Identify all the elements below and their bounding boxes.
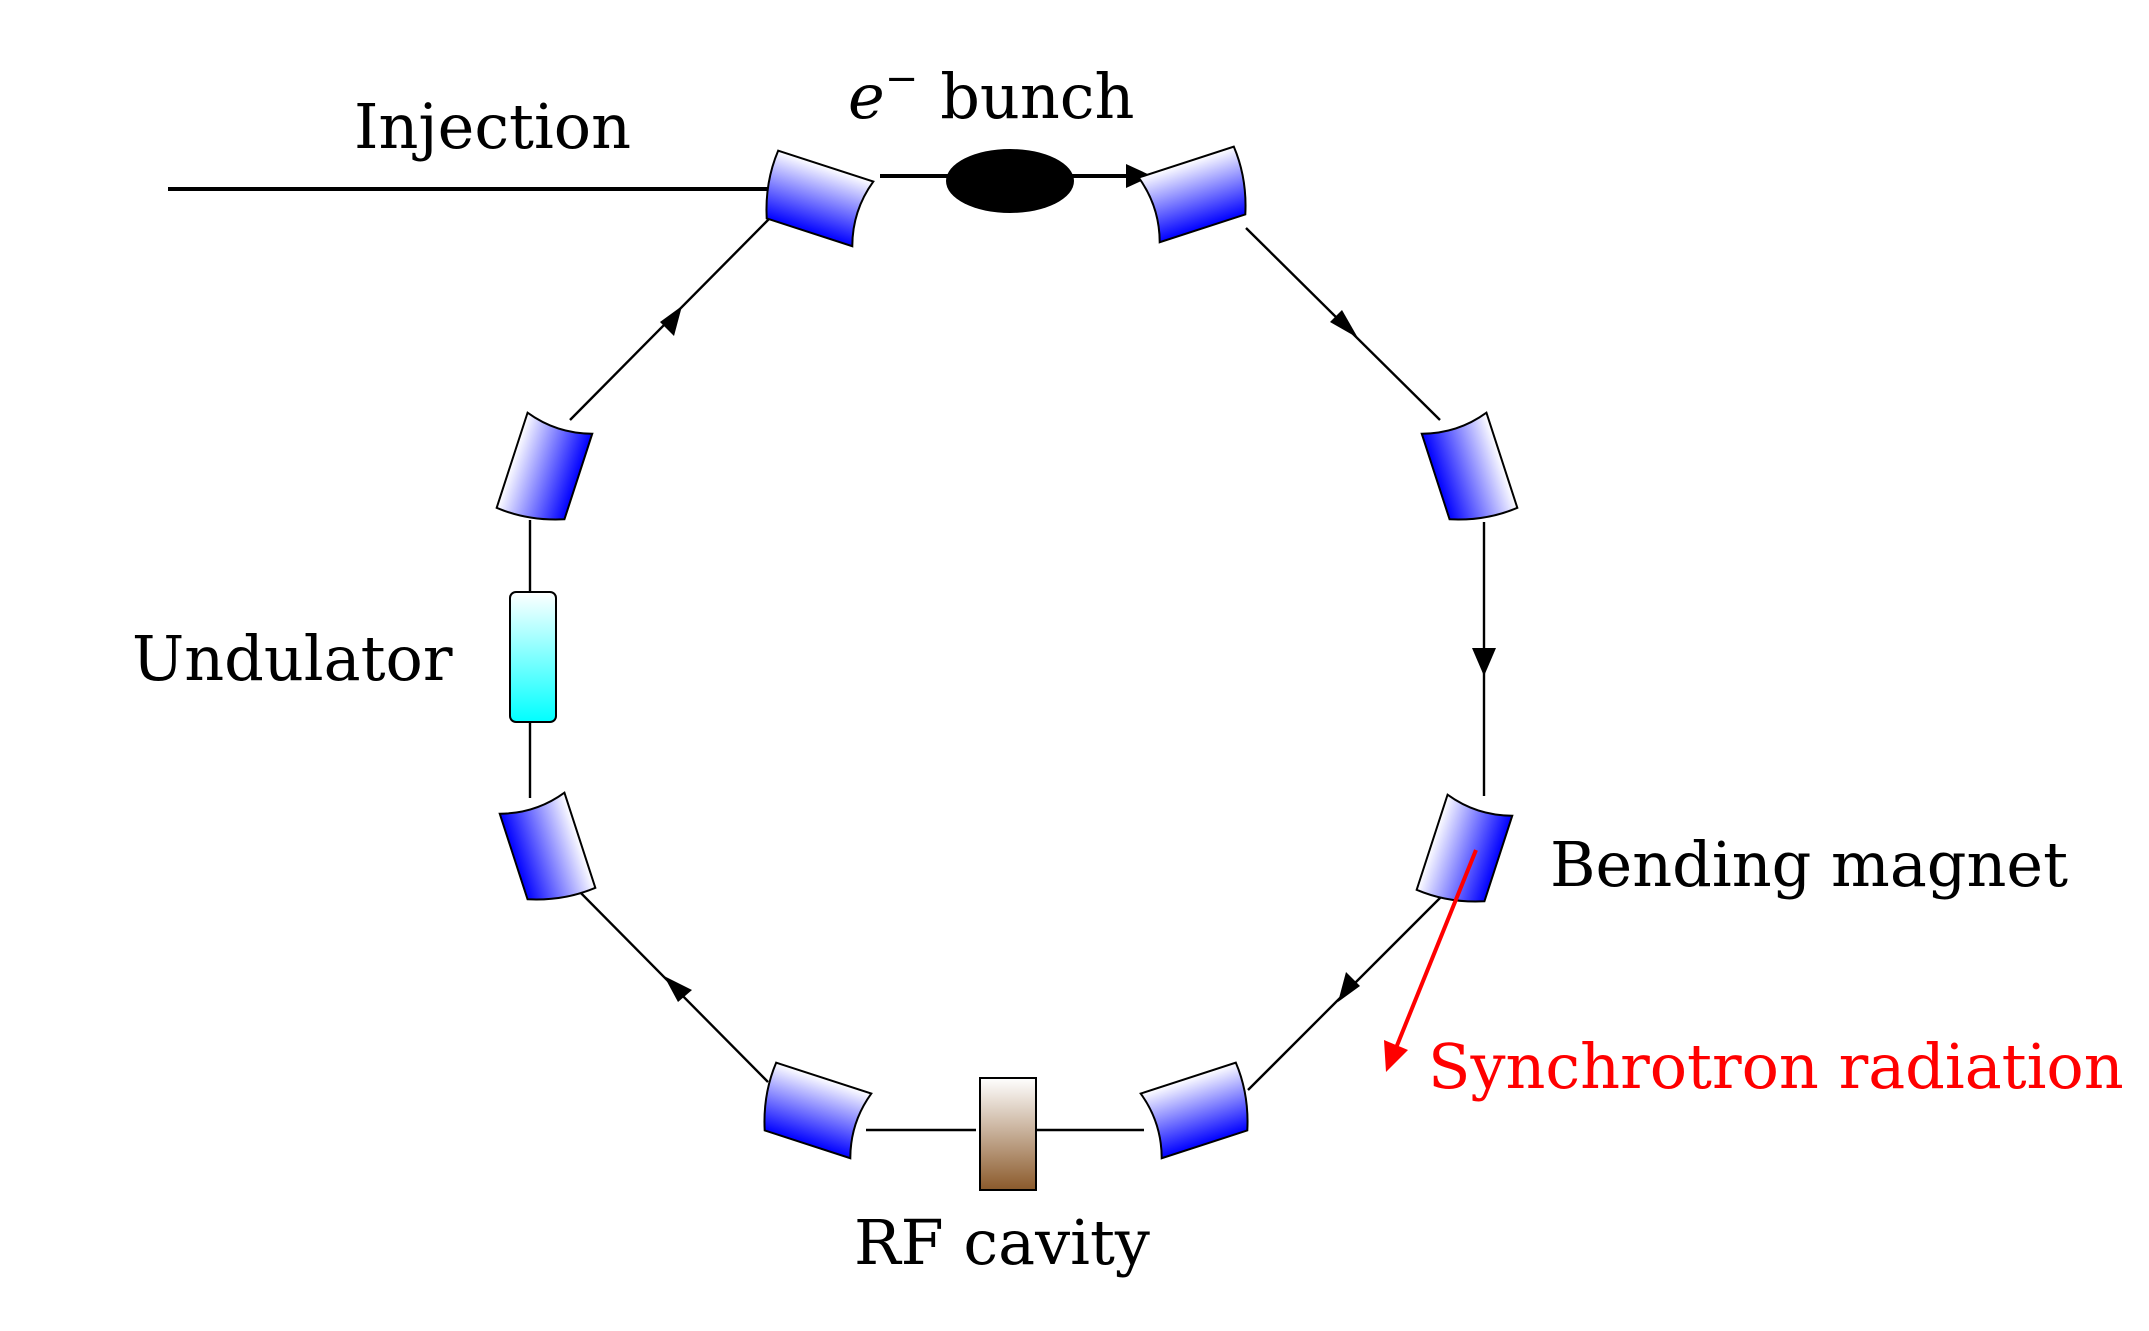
bending-magnet-icon [495,411,594,521]
arrowhead-top-icon [1126,164,1152,188]
electron-bunch-icon [946,149,1074,213]
bunch-symbol: e [848,60,885,133]
undulator-label: Undulator [132,622,453,695]
arrowhead-right-icon [1472,648,1496,676]
bending-magnet-label: Bending magnet [1550,828,2068,901]
bunch-label: e−bunch [848,56,1134,133]
bending-magnet-icon [1415,793,1514,903]
bending-magnet-icon [1139,1061,1249,1160]
undulator-icon [509,591,557,723]
bending-magnet-icon [1420,411,1519,521]
synchrotron-radiation-arrow [1384,849,1478,1072]
bending-magnet-icon [765,149,875,248]
rf-cavity-icon [979,1077,1037,1191]
bending-magnet-icon [1137,145,1247,244]
bunch-word: bunch [940,60,1134,133]
arrowhead-top-right-icon [1330,310,1358,338]
synchrotron-radiation-label: Synchrotron radiation [1428,1030,2124,1103]
bunch-superscript: − [885,56,919,102]
arrowhead-bottom-left-icon [664,976,692,1002]
direction-arrows [660,164,1496,1002]
bending-magnets [495,145,1519,1160]
radiation-arrowhead-icon [1384,1040,1408,1072]
arrowhead-top-left-icon [660,306,682,336]
arrowhead-bottom-right-icon [1338,972,1360,1002]
injection-label: Injection [354,90,631,163]
bending-magnet-icon [763,1061,873,1160]
bending-magnet-icon [498,791,597,901]
injection-line [168,175,818,203]
rf-cavity-label: RF cavity [854,1206,1150,1279]
